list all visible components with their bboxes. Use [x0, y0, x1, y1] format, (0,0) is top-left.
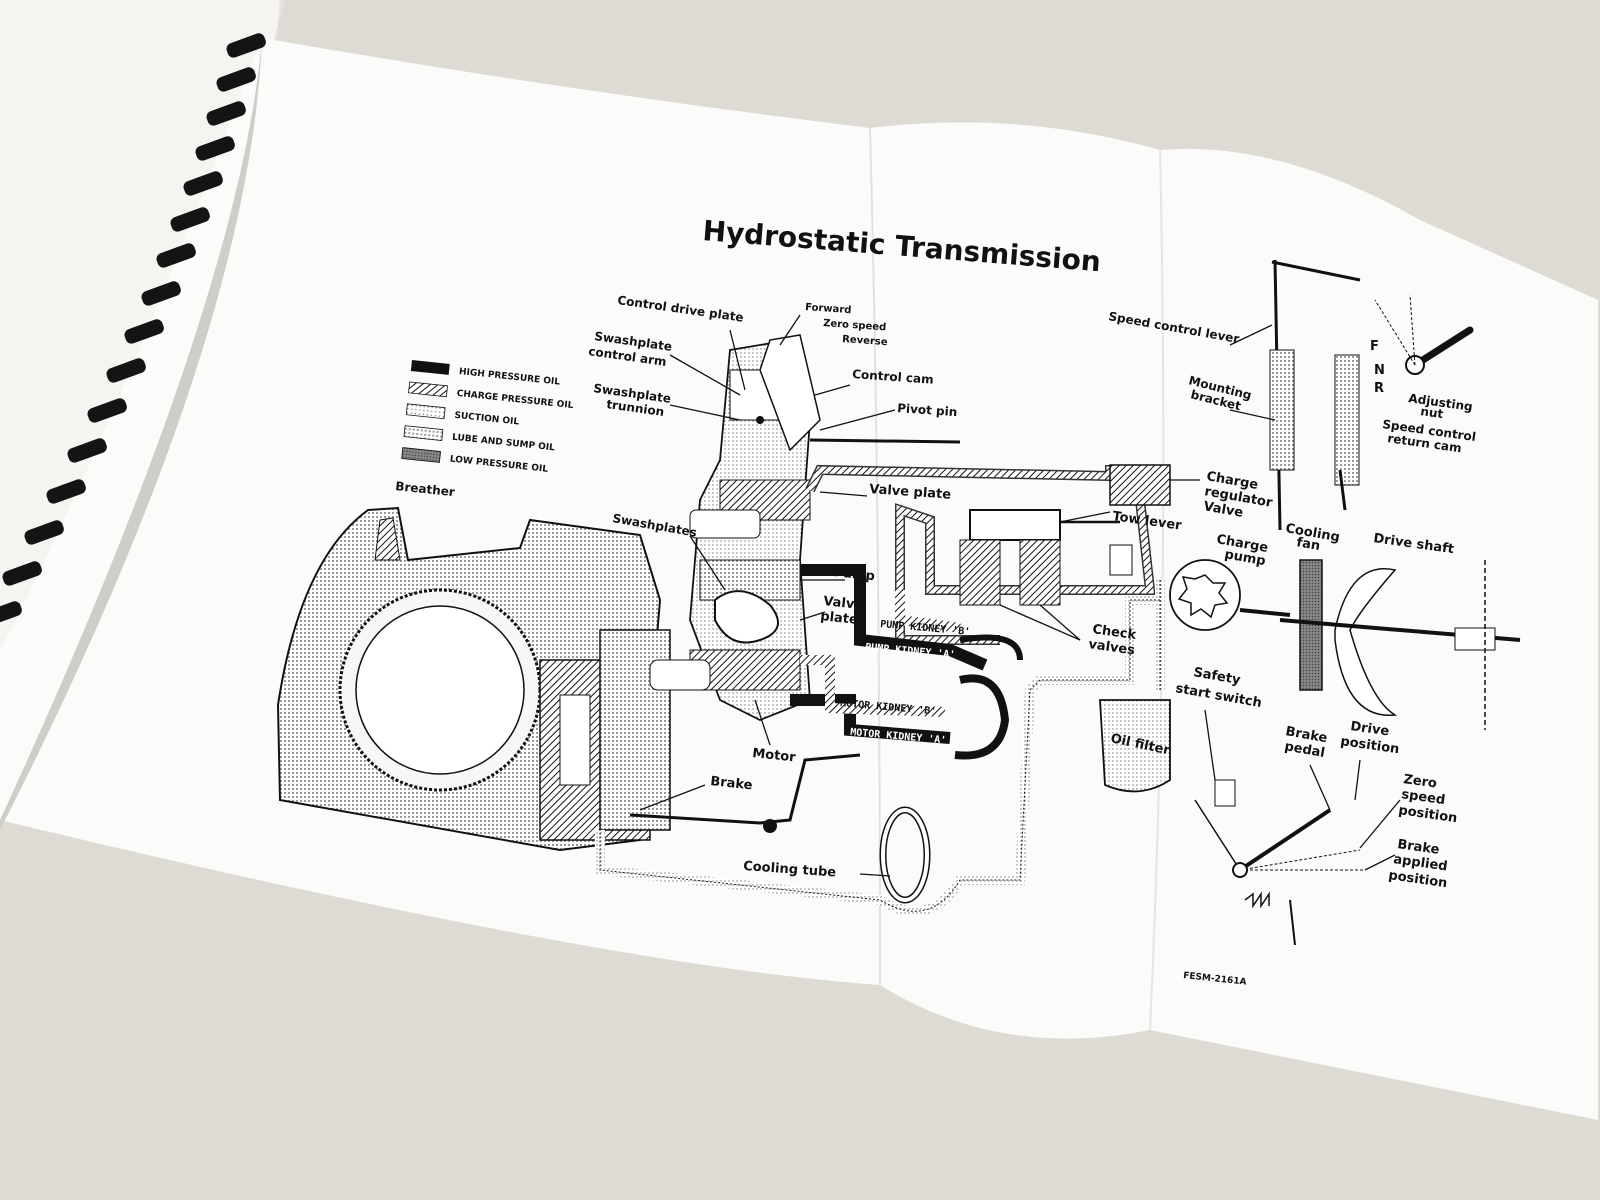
legend-swatch-lube: [403, 425, 444, 441]
speed-control-assembly: [1269, 259, 1474, 531]
label-motor: Motor: [752, 746, 797, 766]
label-brake-pedal-2: pedal: [1283, 739, 1326, 761]
label-valve-plate-mid-2: plate: [820, 609, 859, 628]
label-brake: Brake: [710, 774, 754, 793]
cooling-fan: [1279, 559, 1521, 730]
label-pivot-pin: Pivot pin: [897, 401, 958, 419]
label-fnr-f: F: [1370, 339, 1379, 354]
label-breather: Breather: [395, 479, 456, 499]
spiral-binding: [0, 33, 266, 626]
label-zero-speed-position-1: Zero: [1402, 772, 1437, 792]
label-forward: Forward: [805, 302, 852, 316]
label-reverse: Reverse: [842, 334, 888, 348]
callout-lines: [639, 314, 1401, 877]
label-valve-plate-top: Valve plate: [869, 482, 952, 503]
label-zero-speed: Zero speed: [823, 318, 887, 333]
legend-swatch-suction: [405, 403, 446, 420]
charge-pump: [1169, 559, 1291, 631]
label-fnr-r: R: [1374, 381, 1384, 396]
label-cooling-fan-2: fan: [1295, 535, 1321, 554]
label-drive-position-1: Drive: [1349, 719, 1390, 739]
oil-filter: [1099, 699, 1171, 793]
label-pump: Pump: [833, 565, 876, 584]
charge-regulator-valve: [1109, 464, 1171, 506]
brake-linkage: [629, 753, 861, 825]
label-check-valves-2: valves: [1087, 637, 1136, 658]
legend-swatch-charge: [408, 381, 448, 398]
label-cooling-tube: Cooling tube: [743, 859, 837, 880]
pump-motor-assembly: [649, 334, 961, 721]
transmission-housing: [276, 506, 671, 852]
label-control-cam: Control cam: [852, 367, 934, 387]
label-fnr-n: N: [1374, 363, 1385, 378]
label-zero-speed-position-2: speed: [1400, 787, 1446, 808]
brake-pedal-assembly: [1194, 779, 1365, 946]
label-brake-applied-position-1: Brake: [1396, 837, 1440, 858]
label-check-valves-1: Check: [1091, 622, 1137, 643]
label-brake-pedal-1: Brake: [1284, 724, 1328, 746]
check-valve-block: [959, 509, 1133, 606]
legend-swatch-high: [410, 360, 450, 375]
label-charge-regulator-valve-3: Valve: [1202, 499, 1244, 521]
label-adjusting-nut-2: nut: [1420, 404, 1445, 421]
label-valve-plate-mid-1: Valve: [823, 594, 864, 613]
label-charge-pump-2: pump: [1223, 547, 1266, 569]
legend-swatch-low: [401, 447, 442, 463]
